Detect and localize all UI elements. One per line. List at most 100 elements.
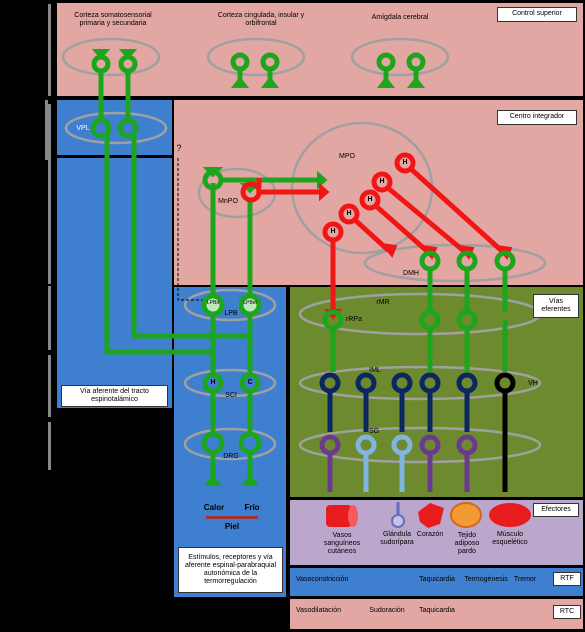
vasos-icon-end: [348, 505, 358, 527]
vpl-label: VPL: [76, 125, 90, 132]
level-bar-1: [48, 4, 51, 96]
level-bar-5: [48, 355, 51, 417]
lpb-label: LPB: [224, 310, 238, 317]
vh-neuron: [494, 372, 516, 492]
ellipse-iml: [298, 365, 542, 401]
level-bar-3: [48, 104, 51, 284]
rtc-region: [290, 599, 583, 629]
neuron-drg-c: [238, 431, 262, 455]
ellipse-amigdala: [350, 37, 450, 77]
effector-icons: [326, 502, 531, 528]
neuron-cing-2: [260, 52, 280, 72]
mpo-h-letter-3: H: [367, 196, 373, 203]
ellipse-somatosensorial: [61, 37, 161, 77]
mpo-h-letter-5: H: [330, 228, 336, 235]
spinothalamic-pathway: [90, 71, 318, 478]
vpl-region: [57, 100, 172, 155]
spinal-parabrachial-region: [174, 287, 286, 597]
mpo-h-letter-1: H: [402, 159, 408, 166]
rtc-sudoracion: Sudoración: [369, 607, 405, 614]
neuron-mpo-4: [338, 203, 360, 225]
neuron-rrpa: [322, 309, 344, 331]
neuron-dmh-1: [419, 250, 441, 272]
term-cing-2: [260, 76, 280, 88]
label-control-superior: Control superior: [497, 7, 577, 22]
glandula-label: Glándula sudorípara: [380, 531, 414, 547]
term-skin-c: [240, 474, 260, 486]
label-rtc: RTC: [553, 605, 581, 619]
rtf-termogenesis: Termogénesis: [464, 576, 508, 583]
label-vias-eferentes: Vías eferentes: [533, 294, 579, 318]
cortex-somatosensorial-label: Corteza somatosensorial primaria y secun…: [74, 12, 152, 28]
tejido-label: Tejido adiposo pardo: [454, 532, 480, 556]
lpbd-label: LPBd: [206, 300, 220, 306]
spinothalamic-region: [57, 158, 172, 408]
tract-left-2: [131, 136, 250, 339]
rtf-temblor: Tremor: [513, 576, 537, 583]
rtf-vasoconstriccion: Vasoconstricción: [296, 576, 349, 583]
piel-label: Piel: [224, 522, 240, 531]
musculo-icon: [489, 503, 531, 527]
mpo-h-letter-4: H: [346, 210, 352, 217]
frio-label: Frío: [244, 503, 260, 512]
ellipse-vpl: [64, 111, 168, 145]
term-mnpo-mpo: [317, 170, 328, 190]
axon-mpo-3: [374, 204, 430, 254]
cortex-cingulada-label: Corteza cingulada, insular y orbifrontal: [217, 12, 305, 28]
label-efectores: Efectores: [533, 503, 579, 517]
sci-label: SCI: [225, 392, 237, 399]
lpbel-label: LPBel: [243, 300, 257, 306]
tejido-icon: [450, 502, 482, 528]
calor-label: Calor: [203, 503, 225, 512]
term-skin-h: [203, 474, 223, 486]
question-label: ?: [176, 143, 182, 153]
tracto-label: Vía aferente del tracto espinotalámico: [61, 385, 168, 407]
neuron-cing-1: [230, 52, 250, 72]
neuron-mpo-3: [359, 189, 381, 211]
ellipse-sci: [183, 368, 277, 398]
axon-mpo-2: [386, 186, 467, 254]
dmh-label: DMH: [403, 270, 419, 277]
term-mnpo-in: [202, 167, 224, 178]
sg-label: SG: [368, 428, 380, 435]
vasos-label: Vasos sanguíneos cutáneos: [323, 532, 361, 556]
cortical-neurons: [91, 49, 426, 88]
neuron-mpo-1: [394, 152, 416, 174]
rtf-region: [290, 568, 583, 596]
skin-bar: [206, 516, 258, 519]
neuron-lpbel: [238, 293, 262, 317]
ellipse-cingulada: [206, 37, 306, 77]
neuron-vpl-1: [90, 117, 112, 139]
rtf-taquicardia: Taquicardia: [419, 576, 455, 583]
rmr-label: rMR: [376, 299, 390, 306]
sci-h-letter: H: [210, 379, 216, 386]
ellipse-sg: [298, 426, 542, 464]
efferent-green: [322, 250, 516, 372]
rtc-taquicardia: Taquicardia: [419, 607, 455, 614]
neuron-rmr-1: [419, 309, 441, 331]
green-terminals: [202, 167, 328, 486]
ellipse-drg: [183, 427, 277, 461]
iml-label: IML: [369, 367, 381, 374]
ellipse-lpb: [183, 288, 277, 322]
dashed-question-line: [177, 158, 205, 301]
control-superior-region: [57, 3, 583, 96]
label-centro-integrador: Centro integrador: [497, 110, 577, 125]
neuron-vpl-2: [117, 117, 139, 139]
neuron-mpo-2: [371, 171, 393, 193]
glandula-icon: [391, 514, 405, 528]
vh-label: VH: [528, 380, 538, 387]
level-bar-6: [48, 422, 51, 470]
rrpa-label: rRPa: [346, 316, 362, 323]
cortex-amigdala-label: Amígdala cerebral: [371, 14, 429, 21]
terminal-somato-2: [118, 49, 138, 60]
rtc-vasodilatacion: Vasodilatación: [296, 607, 342, 614]
vasos-icon: [326, 505, 352, 527]
term-red-5: [379, 242, 398, 258]
mpo-h-letter-2: H: [379, 178, 385, 185]
corazon-icon: [418, 503, 444, 528]
term-cing-1: [230, 76, 250, 88]
level-bar-4: [48, 286, 51, 350]
